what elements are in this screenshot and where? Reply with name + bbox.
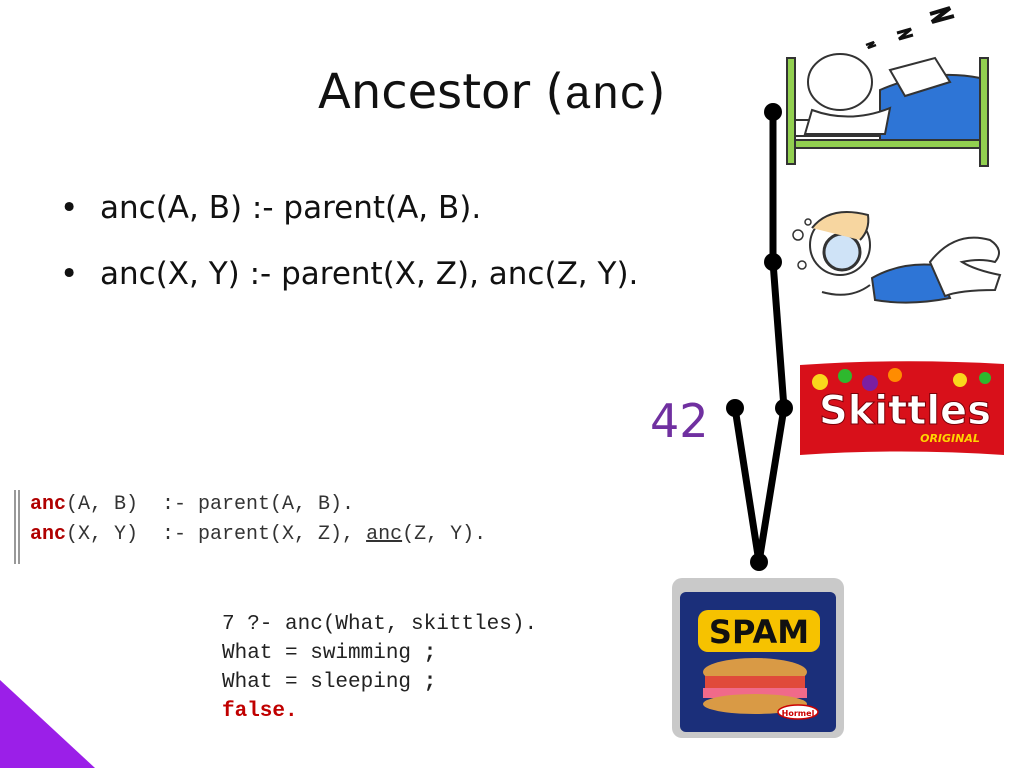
- code-rest: (A, B) :- parent(A, B).: [66, 493, 355, 516]
- bullet-item: • anc(X, Y) :- parent(X, Z), anc(Z, Y).: [60, 256, 638, 294]
- bullet-item: • anc(A, B) :- parent(A, B).: [60, 190, 638, 228]
- skittles-sub: ORIGINAL: [920, 432, 980, 445]
- query-line: What = swimming ;: [222, 639, 537, 668]
- code-mid: (X, Y) :- parent(X, Z),: [66, 523, 367, 546]
- code-line: anc(A, B) :- parent(A, B).: [30, 490, 486, 520]
- edge: [731, 404, 763, 566]
- edge: [769, 258, 788, 412]
- sleeping-person-icon: [786, 6, 989, 167]
- graph-nodes: [726, 103, 793, 571]
- answer-sep: ;: [423, 642, 437, 665]
- title-code: anc: [564, 70, 647, 122]
- node-swimming: [764, 253, 782, 271]
- query-output: 7 ?- anc(What, skittles). What = swimmin…: [222, 610, 537, 726]
- code-block: anc(A, B) :- parent(A, B). anc(X, Y) :- …: [13, 490, 486, 564]
- query-line: 7 ?- anc(What, skittles).: [222, 613, 538, 636]
- swimming-person-icon: [792, 211, 1002, 304]
- number-label: 42: [650, 394, 709, 448]
- corner-decoration: [0, 680, 95, 768]
- code-call: anc: [366, 523, 403, 546]
- node-42: [726, 399, 744, 417]
- title-text: Ancestor (: [318, 64, 565, 120]
- skittles-brand: Skittles: [819, 388, 991, 434]
- code-keyword: anc: [30, 523, 67, 546]
- edge: [755, 404, 788, 566]
- query-false: false.: [222, 700, 298, 723]
- slide-title: Ancestor (anc): [318, 64, 666, 122]
- node-sleeping: [764, 103, 782, 121]
- code-keyword: anc: [30, 493, 67, 516]
- bullet-text: anc(A, B) :- parent(A, B).: [100, 190, 482, 226]
- query-line: What = sleeping ;: [222, 668, 537, 697]
- bullet-text: anc(X, Y) :- parent(X, Z), anc(Z, Y).: [100, 256, 639, 292]
- spam-can-icon: SPAM Hormel: [672, 578, 844, 738]
- spam-maker: Hormel: [782, 709, 815, 718]
- bullet-list: • anc(A, B) :- parent(A, B). • anc(X, Y) :…: [60, 190, 638, 322]
- title-close: ): [646, 64, 666, 120]
- skittles-bag-icon: Skittles ORIGINAL: [800, 361, 1004, 455]
- answer-text: What = swimming: [222, 642, 424, 665]
- node-skittles: [775, 399, 793, 417]
- answer-text: What = sleeping: [222, 671, 424, 694]
- ancestor-graph: [731, 108, 788, 566]
- code-line: anc(X, Y) :- parent(X, Z), anc(Z, Y).: [30, 520, 486, 550]
- bullet-dot: •: [60, 190, 79, 226]
- spam-brand: SPAM: [709, 613, 809, 651]
- node-spam: [750, 553, 768, 571]
- code-rest: (Z, Y).: [402, 523, 487, 546]
- bullet-dot: •: [60, 256, 79, 292]
- answer-sep: ;: [423, 671, 437, 694]
